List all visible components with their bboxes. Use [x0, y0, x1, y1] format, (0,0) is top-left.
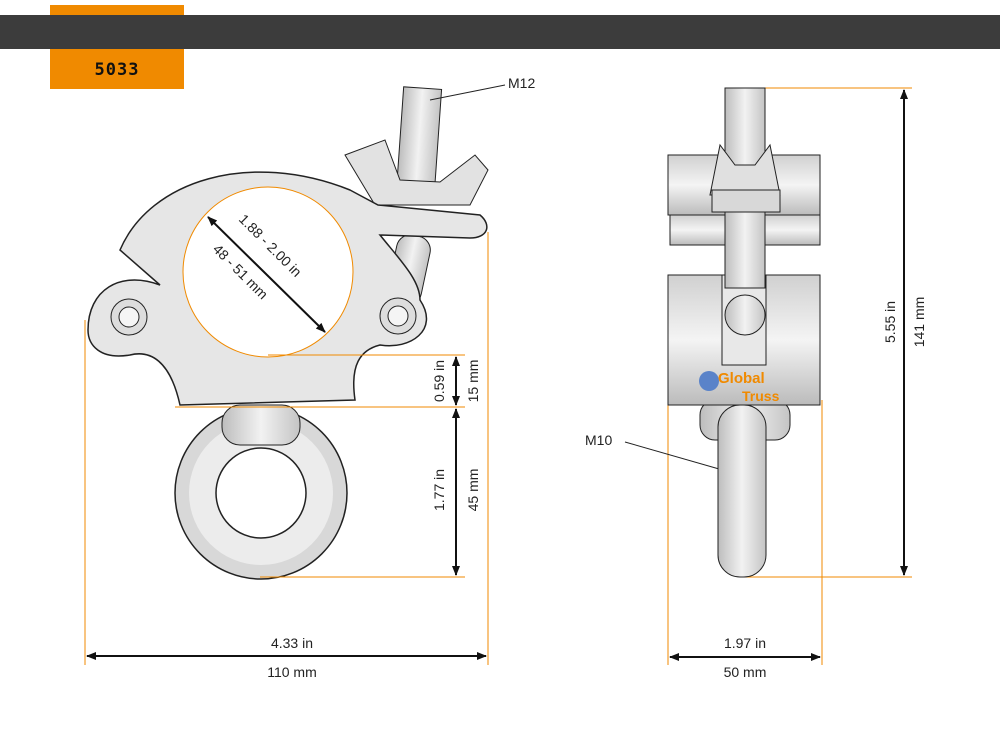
dimension-lines — [86, 89, 908, 661]
pipe-opening — [182, 186, 354, 358]
width-mm: 110 mm — [267, 664, 317, 680]
depth-in: 1.97 in — [724, 635, 766, 651]
eye-offset-mm: 15 mm — [465, 360, 481, 403]
wing-nut — [344, 139, 489, 206]
callout-m12: M12 — [508, 75, 535, 91]
global-truss-logo: Global Truss — [699, 370, 780, 404]
height-in: 5.55 in — [882, 301, 898, 343]
eye-offset-in: 0.59 in — [431, 360, 447, 402]
width-in: 4.33 in — [271, 635, 313, 651]
height-mm: 141 mm — [911, 297, 927, 348]
clamp-side-view — [87, 86, 489, 580]
eye-height-mm: 45 mm — [465, 469, 481, 512]
depth-mm: 50 mm — [724, 664, 767, 680]
svg-text:Truss: Truss — [742, 388, 780, 404]
product-code: 5033 — [94, 60, 140, 80]
extension-lines — [84, 87, 912, 665]
eye-bolt-front — [717, 404, 767, 578]
header-bar — [0, 15, 1000, 49]
callout-m10: M10 — [585, 432, 612, 448]
eye-height-in: 1.77 in — [431, 469, 447, 511]
svg-text:Global: Global — [718, 370, 765, 387]
clamp-front-view: Global Truss — [667, 87, 821, 578]
